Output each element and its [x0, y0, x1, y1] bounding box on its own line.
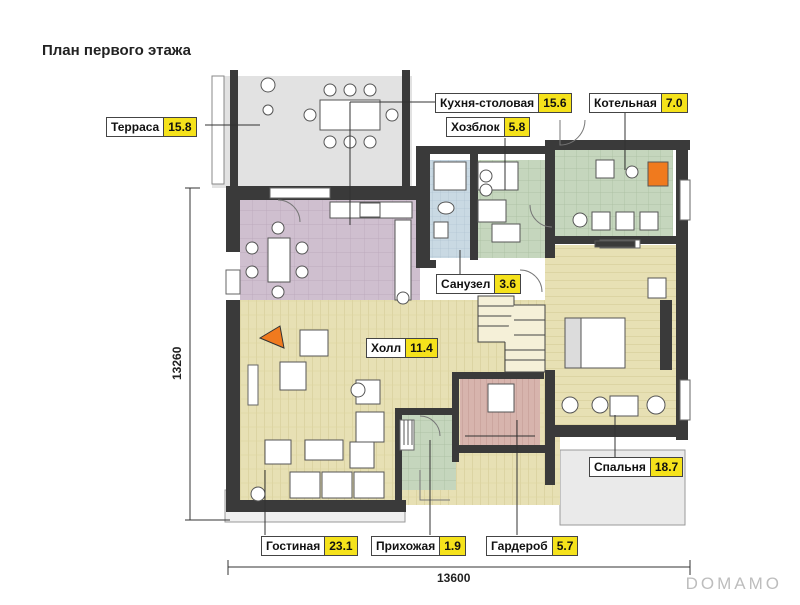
staircase — [477, 295, 546, 373]
room-area: 18.7 — [649, 458, 683, 476]
entry-hangers — [403, 420, 413, 445]
room-area: 5.8 — [503, 118, 530, 136]
label-entry: Прихожая 1.9 — [371, 536, 466, 556]
dimension-width: 13600 — [437, 571, 471, 585]
terrace-railing — [211, 75, 225, 185]
room-area: 1.9 — [439, 537, 465, 555]
room-name: Котельная — [594, 96, 657, 110]
label-bathroom: Санузел 3.6 — [436, 274, 522, 294]
watermark: DOMAMO — [685, 574, 782, 593]
label-boiler: Котельная 7.0 — [589, 93, 688, 113]
room-area: 7.0 — [660, 94, 687, 112]
room-area: 5.7 — [551, 537, 578, 555]
room-name: Прихожая — [376, 539, 436, 553]
room-name: Гостиная — [266, 539, 321, 553]
leader-lines — [205, 101, 626, 535]
room-area: 11.4 — [405, 339, 437, 357]
room-name: Гардероб — [491, 539, 548, 553]
room-name: Кухня-столовая — [440, 96, 535, 110]
label-hall: Холл 11.4 — [366, 338, 438, 358]
wardrobe-furniture — [465, 383, 535, 437]
doors — [277, 119, 586, 501]
room-area: 3.6 — [494, 275, 521, 293]
dimension-height: 13260 — [170, 346, 184, 380]
bedroom-furniture — [561, 277, 667, 417]
dimension-lines — [185, 187, 691, 575]
room-name: Санузел — [441, 277, 491, 291]
room-area: 15.6 — [538, 94, 571, 112]
label-living: Гостиная 23.1 — [261, 536, 358, 556]
living-furniture — [250, 329, 385, 502]
room-name: Спальня — [594, 460, 646, 474]
label-terrace: Терраса 15.8 — [106, 117, 197, 137]
fireplace — [258, 325, 285, 349]
terrace-pillar — [402, 70, 410, 188]
room-name: Холл — [371, 341, 402, 355]
room-area: 23.1 — [324, 537, 357, 555]
terrace-pillar — [230, 70, 238, 188]
room-area: 15.8 — [163, 118, 196, 136]
label-kitchen: Кухня-столовая 15.6 — [435, 93, 572, 113]
room-name: Хозблок — [451, 120, 500, 134]
page-title: План первого этажа — [42, 42, 191, 59]
terrace-floor — [212, 76, 412, 188]
label-bedroom: Спальня 18.7 — [589, 457, 684, 477]
room-name: Терраса — [111, 120, 160, 134]
boiler-equipment — [572, 159, 669, 248]
label-utility: Хозблок 5.8 — [446, 117, 531, 137]
bathroom-fixtures — [433, 161, 521, 243]
kitchen-furniture — [245, 201, 413, 305]
label-wardrobe: Гардероб 5.7 — [486, 536, 579, 556]
